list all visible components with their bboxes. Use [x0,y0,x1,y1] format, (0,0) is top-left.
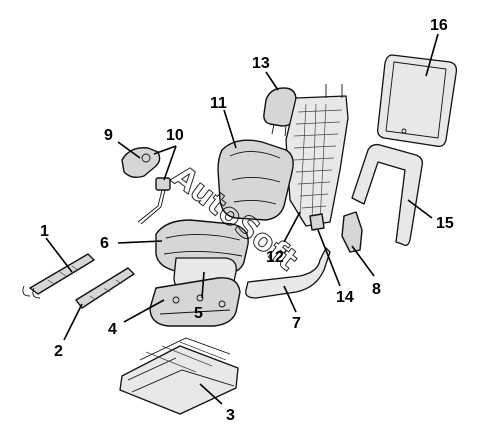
seat-back-panel-part [376,54,458,148]
leader-8 [351,245,375,277]
leader-16 [425,33,439,77]
callout-4: 4 [108,321,117,338]
callout-6: 6 [100,235,109,252]
callout-14: 14 [336,289,354,306]
side-bracket-part [341,211,363,253]
callout-2: 2 [54,343,63,360]
leader-7 [283,285,297,313]
callout-numbers: 1 2 3 4 5 6 7 8 9 10 11 12 13 14 15 16 [40,17,454,424]
leader-6 [117,240,163,244]
callout-8: 8 [372,281,381,298]
left-track-part [22,253,95,299]
leader-3 [199,383,223,405]
callout-12: 12 [266,249,284,266]
callout-5: 5 [194,305,203,322]
side-trim-part [245,247,331,299]
leader-1 [45,237,73,273]
leader-12 [283,211,301,243]
leader-9 [117,141,141,159]
callout-10: 10 [166,127,184,144]
callout-7: 7 [292,315,301,332]
callout-13: 13 [252,55,270,72]
right-track-part [75,267,135,309]
callout-9: 9 [104,127,113,144]
backrest-frame-part [351,143,424,246]
leader-lines [45,33,439,405]
latch-part [309,213,325,231]
callout-15: 15 [436,215,454,232]
leader-4 [123,299,165,323]
callout-1: 1 [40,223,49,240]
callout-16: 16 [430,17,448,34]
leader-11 [223,109,237,149]
seat-base-part [149,277,241,327]
callout-3: 3 [226,407,235,424]
recliner-cable-part [137,177,171,225]
callout-11: 11 [210,95,227,112]
leader-15 [407,199,433,219]
seat-frame-part [119,337,239,415]
leader-14 [317,229,341,287]
recliner-handle-part [121,147,161,179]
leader-5 [201,271,205,299]
seatback-frame-part [285,84,349,227]
leader-10a [153,145,177,155]
leader-13 [265,71,279,91]
seatback-cushion-part [217,139,294,221]
leader-10b [163,145,177,181]
leader-2 [63,303,83,341]
